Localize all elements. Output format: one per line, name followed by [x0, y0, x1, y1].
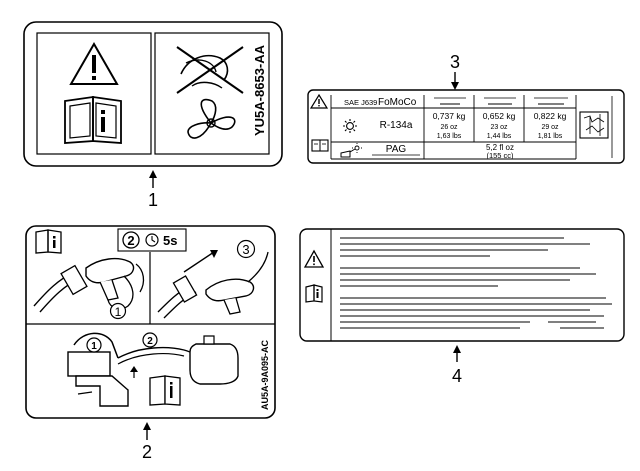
brand-text: FoMoCo [378, 97, 417, 108]
charge-column-1: 0,737 kg 26 oz 1,63 lbs [433, 111, 466, 140]
label-4-manual-icon [305, 284, 323, 303]
label-3-manual-icon [311, 139, 329, 152]
lower-step1-number: 1 [91, 341, 97, 352]
label-4 [299, 228, 625, 342]
charge-2-lbs: 1,44 lbs [487, 133, 512, 140]
charge-2-oz: 23 oz [490, 124, 508, 131]
refrigerant-sun-icon [343, 119, 357, 133]
oil-volume-cc: (155 cc) [486, 151, 514, 160]
charge-3-kg: 0,822 kg [534, 111, 567, 121]
reservoir-hose-illustration: 1 2 [67, 332, 239, 407]
step2-timer-box: 2 5s [117, 228, 187, 252]
charge-column-2: 0,652 kg 23 oz 1,44 lbs [483, 111, 516, 140]
label-2-part-number: AU5A-9A095-AC [260, 339, 270, 410]
callout-4-number: 4 [452, 366, 462, 386]
oil-type: PAG [386, 144, 407, 155]
placeholder-text-lines [340, 237, 612, 329]
callout-4: 4 [452, 345, 462, 386]
callout-2: 2 [142, 422, 152, 462]
lower-step2-number: 2 [147, 336, 153, 347]
label-3: SAE J639 FoMoCo R-134a PAG 0,737 kg 26 o… [307, 89, 625, 164]
label-4-warning-icon [303, 249, 325, 268]
charge-1-oz: 26 oz [440, 124, 458, 131]
clock-icon [145, 233, 159, 247]
callout-2-number: 2 [142, 442, 152, 462]
disconnect-hose-illustration: 3 [157, 239, 269, 319]
step2-number: 2 [127, 233, 134, 248]
step2-time: 5s [163, 233, 177, 248]
callout-3-number: 3 [450, 52, 460, 72]
charge-3-oz: 29 oz [541, 124, 559, 131]
charge-3-lbs: 1,81 lbs [538, 133, 563, 140]
lower-manual-icon [149, 375, 181, 406]
owner-manual-icon [64, 95, 122, 144]
standard-text: SAE J639 [344, 98, 377, 107]
label-1: YU5A-8653-AA [23, 21, 283, 167]
charge-1-lbs: 1,63 lbs [437, 133, 462, 140]
step3-number: 3 [242, 242, 249, 257]
callout-1-number: 1 [148, 190, 158, 210]
oil-volume: 5,2 fl oz [486, 143, 514, 152]
charge-column-3: 0,822 kg 29 oz 1,81 lbs [534, 111, 567, 140]
compressor-oil-icon [340, 143, 362, 158]
label-2: 2 5s 1 [25, 225, 276, 419]
fan-blade-icon [187, 98, 236, 139]
label-2-manual-icon [35, 229, 62, 254]
label-3-warning-icon [309, 93, 329, 109]
ac-system-diagram-icon [579, 111, 609, 139]
no-hands-fan-icon [176, 46, 244, 94]
label-1-part-number: YU5A-8653-AA [252, 44, 267, 136]
charge-2-kg: 0,652 kg [483, 111, 516, 121]
refrigerant-type: R-134a [380, 120, 413, 131]
connect-hose-illustration: 1 [33, 257, 145, 320]
warning-triangle-icon [69, 41, 119, 85]
callout-1: 1 [148, 170, 158, 210]
step1-number: 1 [115, 305, 122, 319]
callout-3: 3 [450, 52, 460, 90]
charge-1-kg: 0,737 kg [433, 111, 466, 121]
